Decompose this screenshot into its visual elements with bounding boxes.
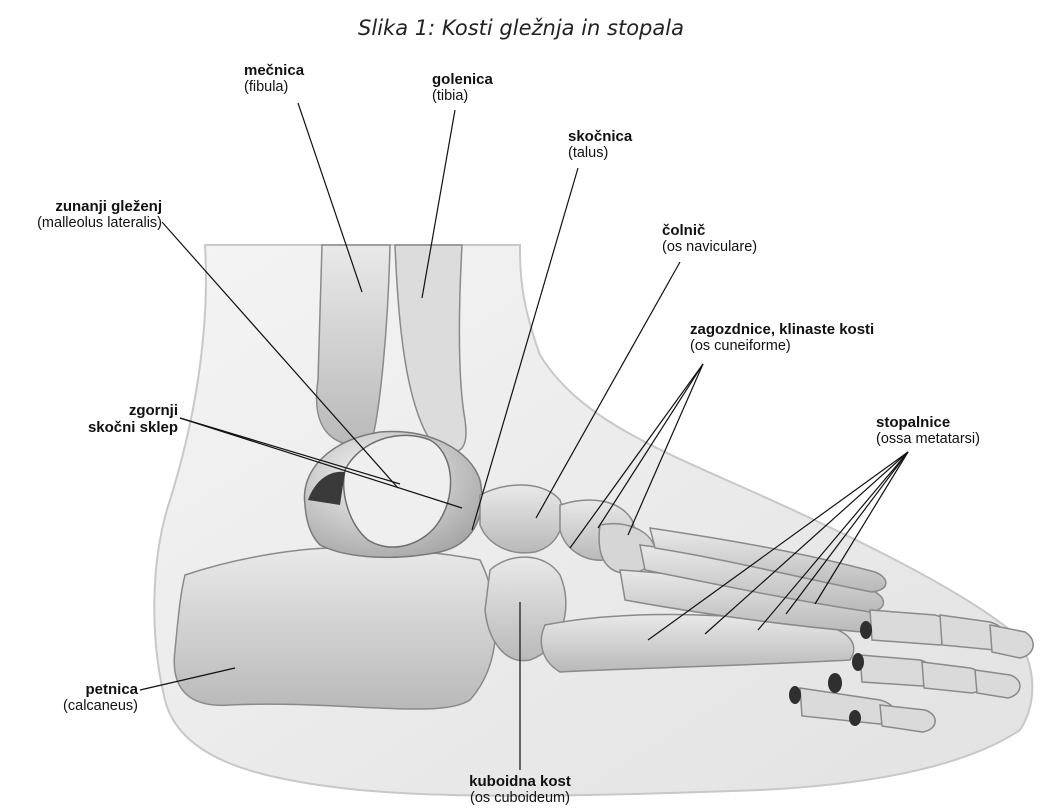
label-ankle-joint: zgornji skočni sklep bbox=[30, 402, 178, 436]
label-tibia-latin: (tibia) bbox=[432, 88, 493, 105]
label-metatarsal-latin: (ossa metatarsi) bbox=[876, 431, 980, 448]
label-ankle-joint-name2: skočni sklep bbox=[30, 419, 178, 436]
label-tibia-name: golenica bbox=[432, 71, 493, 88]
label-navicular: čolnič (os naviculare) bbox=[662, 222, 757, 256]
label-malleolus-latin: (malleolus lateralis) bbox=[0, 215, 162, 232]
label-navicular-name: čolnič bbox=[662, 222, 757, 239]
label-cuneiform: zagozdnice, klinaste kosti (os cuneiform… bbox=[690, 321, 874, 355]
label-talus: skočnica (talus) bbox=[568, 128, 632, 162]
label-ankle-joint-name: zgornji bbox=[30, 402, 178, 419]
label-metatarsal-name: stopalnice bbox=[876, 414, 980, 431]
label-talus-name: skočnica bbox=[568, 128, 632, 145]
label-calcaneus-name: petnica bbox=[20, 681, 138, 698]
navicular-bone bbox=[480, 485, 563, 553]
label-calcaneus: petnica (calcaneus) bbox=[20, 681, 138, 715]
label-cuboid-name: kuboidna kost bbox=[440, 773, 600, 790]
label-malleolus-name: zunanji gleženj bbox=[0, 198, 162, 215]
label-cuneiform-latin: (os cuneiforme) bbox=[690, 338, 874, 355]
label-tibia: golenica (tibia) bbox=[432, 71, 493, 105]
label-metatarsal: stopalnice (ossa metatarsi) bbox=[876, 414, 980, 448]
label-fibula-latin: (fibula) bbox=[244, 79, 304, 96]
label-malleolus: zunanji gleženj (malleolus lateralis) bbox=[0, 198, 162, 232]
label-cuneiform-name: zagozdnice, klinaste kosti bbox=[690, 321, 874, 338]
label-fibula-name: mečnica bbox=[244, 62, 304, 79]
label-talus-latin: (talus) bbox=[568, 145, 632, 162]
label-cuboid: kuboidna kost (os cuboideum) bbox=[440, 773, 600, 807]
label-navicular-latin: (os naviculare) bbox=[662, 239, 757, 256]
label-cuboid-latin: (os cuboideum) bbox=[440, 790, 600, 807]
calcaneus-bone bbox=[174, 548, 495, 709]
label-fibula: mečnica (fibula) bbox=[244, 62, 304, 96]
label-calcaneus-latin: (calcaneus) bbox=[20, 698, 138, 715]
